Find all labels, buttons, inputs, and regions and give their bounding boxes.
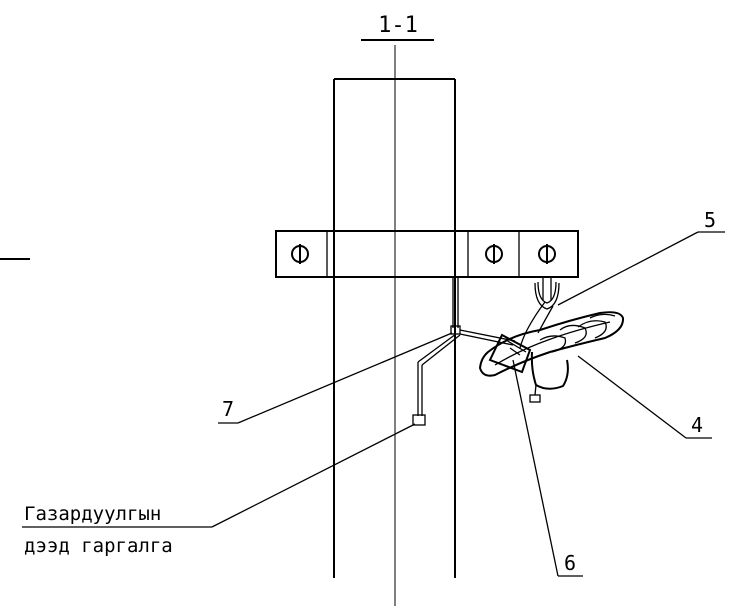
pole-clamp-band [275,230,579,278]
bolt-icon [291,244,309,264]
callout-4-label: 4 [691,413,703,437]
callout-7-label: 7 [222,397,234,421]
ground-outlet-label-line1: Газардуулгын [24,503,161,525]
suspension-clamp-assembly [478,301,625,403]
callout-5: 5 [557,208,725,306]
suspension-shackle [534,277,560,310]
callout-6: 6 [512,359,583,577]
bolt-icon [485,244,503,264]
callout-4: 4 [577,355,712,439]
ground-outlet-label-line2: дээд гаргалга [24,535,173,557]
callout-ground-outlet: Газардуулгын дээд гаргалга [22,423,416,557]
callout-6-label: 6 [564,551,576,575]
bolt-icon [538,244,556,264]
callout-7: 7 [218,332,453,424]
grounding-conductor [412,278,516,426]
section-title: 1-1 [378,13,418,38]
callout-5-label: 5 [704,208,716,232]
